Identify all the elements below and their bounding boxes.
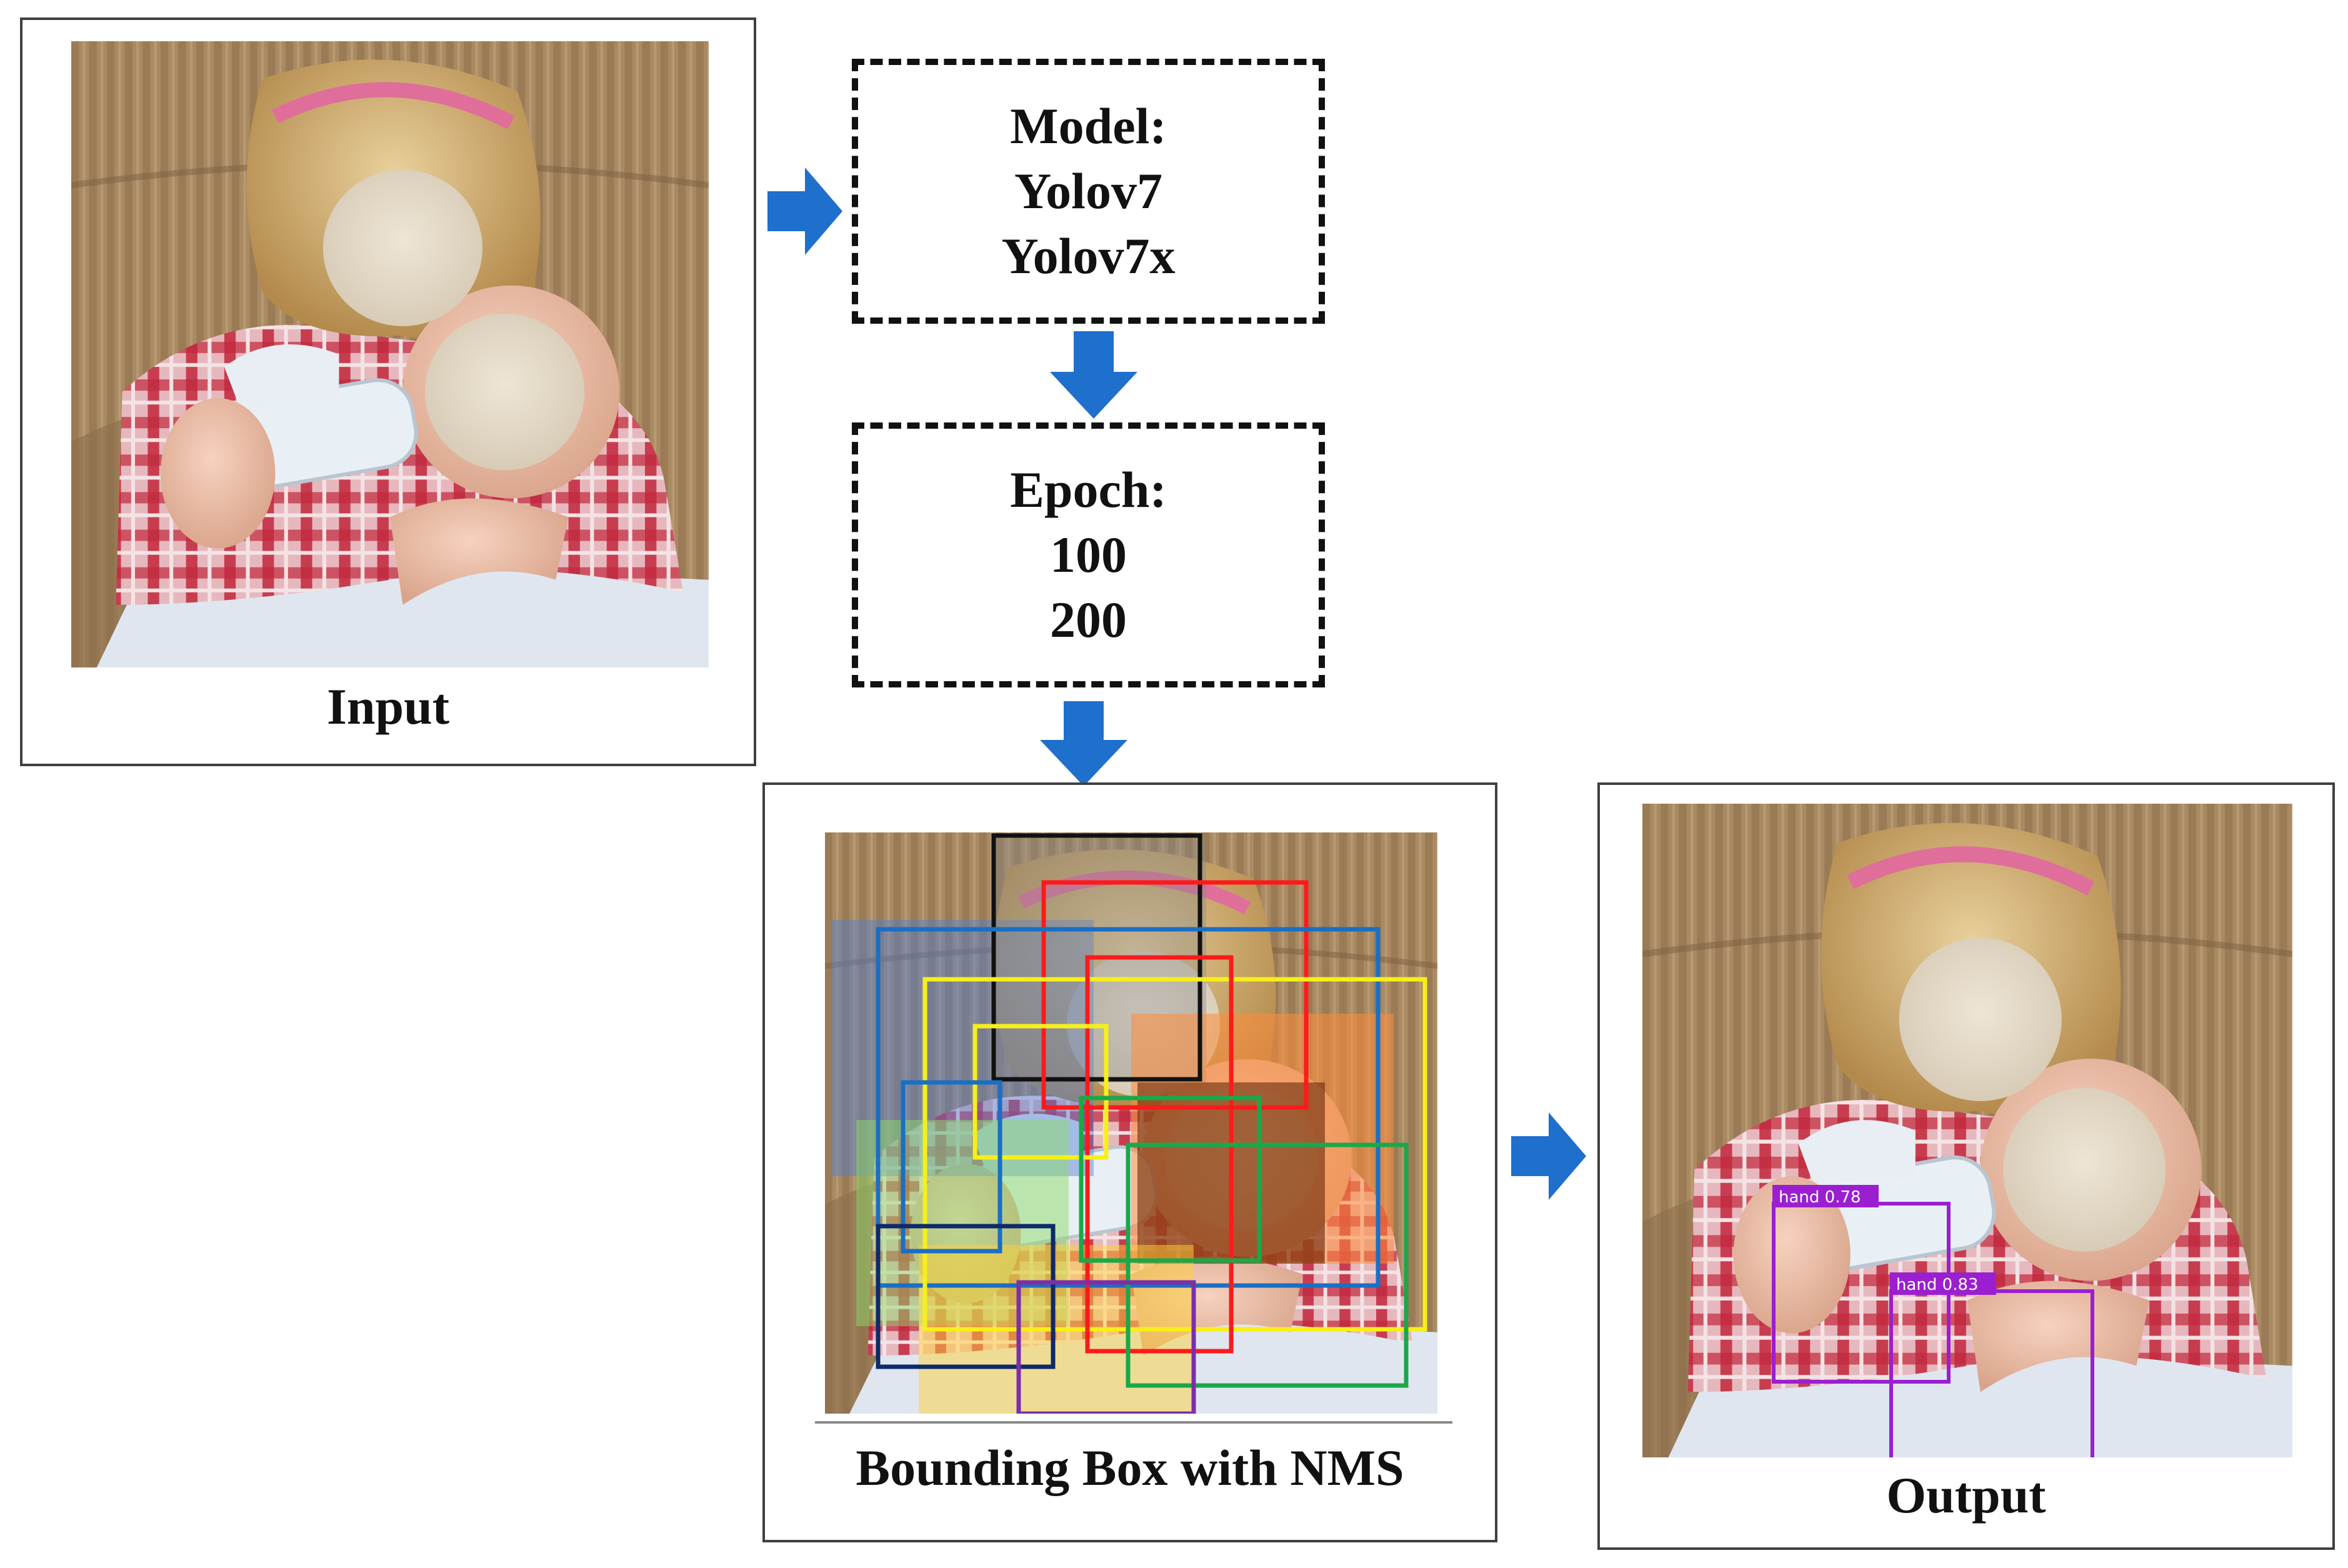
detection-label: hand 0.78 [1779, 1188, 1861, 1207]
candidate-box-green [1126, 1142, 1409, 1388]
detection-label-bg [1890, 1272, 1996, 1295]
input-image [71, 41, 709, 667]
epoch-option-200: 200 [1050, 591, 1127, 648]
epoch-option-100: 100 [1050, 526, 1127, 583]
nms-panel: Bounding Box with NMS [762, 782, 1497, 1542]
candidate-box-yellow [922, 977, 1427, 1332]
output-image: hand 0.78 hand 0.83 [1642, 804, 2292, 1457]
candidate-box-red [1085, 955, 1234, 1354]
nms-caption: Bounding Box with NMS [856, 1439, 1404, 1496]
candidate-box-navy [876, 1224, 1056, 1369]
nms-image [825, 832, 1437, 1414]
candidate-box-purple [1016, 1280, 1196, 1414]
input-caption: Input [326, 678, 450, 735]
output-caption: Output [1886, 1467, 2046, 1524]
candidate-box-blue [901, 1080, 1002, 1254]
input-panel: Input [20, 17, 756, 766]
epoch-box: Epoch: 100 200 [852, 422, 1325, 687]
model-option-yolov7: Yolov7 [1014, 162, 1162, 219]
candidate-box-green [1079, 1096, 1262, 1263]
model-option-yolov7x: Yolov7x [1001, 227, 1176, 284]
detection-label-bg [1772, 1185, 1879, 1207]
model-title: Model: [1010, 97, 1167, 154]
arrow-down-icon [1040, 701, 1127, 786]
detection-label: hand 0.83 [1896, 1276, 1979, 1294]
candidate-box-yellow [972, 1024, 1109, 1160]
arrow-right-icon [767, 167, 842, 255]
candidate-box-red [1041, 880, 1309, 1110]
arrow-down-icon [1050, 331, 1137, 419]
arrow-right-icon [1511, 1112, 1586, 1200]
output-panel: hand 0.78 hand 0.83 Output [1597, 782, 2335, 1550]
model-box: Model: Yolov7 Yolov7x [852, 59, 1325, 324]
epoch-title: Epoch: [1010, 461, 1167, 518]
divider-line [815, 1421, 1452, 1424]
